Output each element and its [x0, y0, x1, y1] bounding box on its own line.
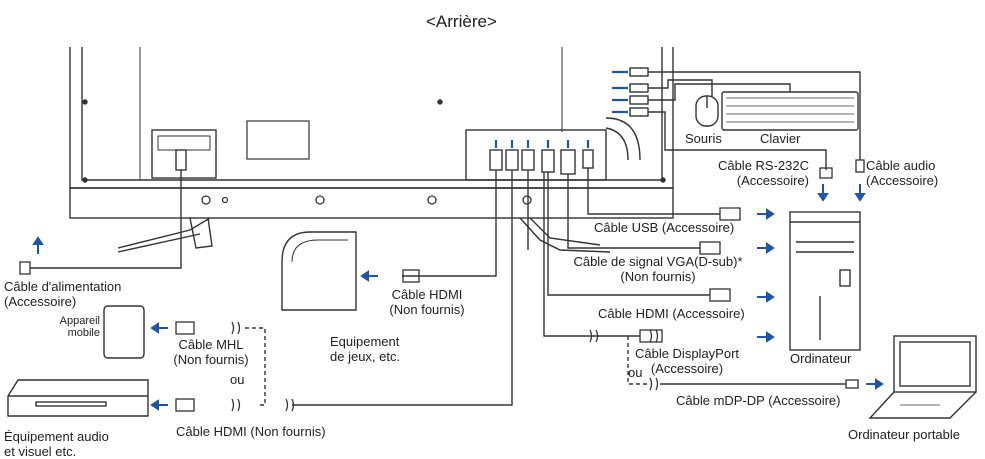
label-mdp-dp: Câble mDP-DP (Accessoire)	[676, 393, 841, 408]
label-displayport: Câble DisplayPort(Accessoire)	[634, 346, 740, 376]
input-ports	[494, 70, 628, 148]
page-title: <Arrière>	[426, 12, 497, 31]
laptop	[868, 335, 977, 419]
cable-breaks	[231, 321, 659, 412]
label-ou-left: ou	[230, 372, 245, 387]
label-clavier: Clavier	[760, 131, 801, 146]
label-ordinateur: Ordinateur	[790, 351, 852, 366]
game-console	[281, 231, 357, 311]
desktop-computer	[789, 211, 861, 351]
direction-arrows	[32, 184, 884, 411]
mouse-keyboard	[695, 91, 859, 131]
av-equipment	[7, 379, 149, 417]
label-vga: Câble de signal VGA(D-sub)*(Non fournis)	[573, 254, 743, 284]
label-audio: Câble audio(Accessoire)	[866, 158, 939, 188]
label-hdmi-pc: Câble HDMI (Accessoire)	[598, 306, 745, 321]
cables	[30, 71, 861, 406]
cable-plugs	[19, 159, 865, 412]
label-hdmi-av: Câble HDMI (Non fournis)	[176, 424, 326, 439]
label-souris: Souris	[685, 131, 722, 146]
monitor-rear	[69, 47, 674, 253]
label-hdmi-game: Câble HDMI(Non fournis)	[389, 287, 465, 317]
mobile-device	[103, 305, 145, 359]
label-rs232: Câble RS-232C(Accessoire)	[717, 158, 809, 188]
label-power-cable: Câble d'alimentation(Accessoire)	[4, 279, 122, 309]
label-mhl: Câble MHL(Non fournis)	[173, 337, 249, 367]
label-ou-right: ou	[628, 365, 643, 380]
label-ordinateur-portable: Ordinateur portable	[848, 427, 961, 442]
label-usb: Câble USB (Accessoire)	[594, 220, 735, 235]
